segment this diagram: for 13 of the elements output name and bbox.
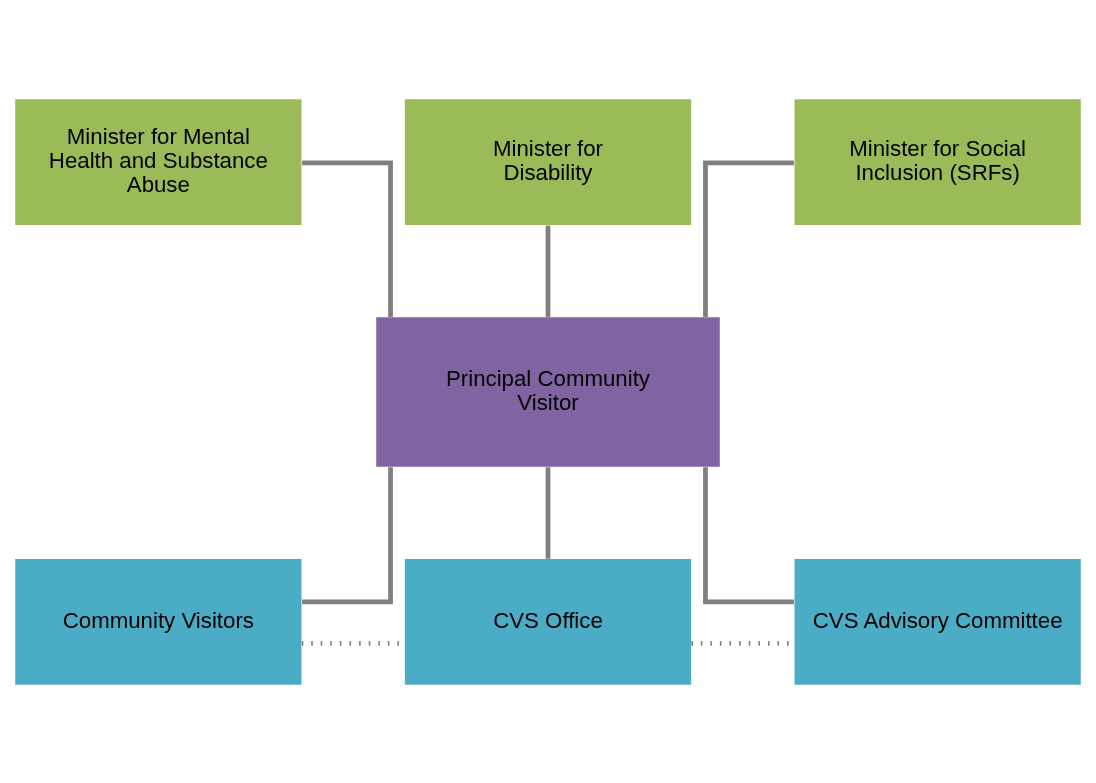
node-box: Minister for Mental Health and Substance Abuse (15, 98, 302, 225)
node-box: CVS Advisory Committee (794, 558, 1081, 685)
connector (545, 225, 551, 317)
connector (703, 466, 794, 604)
node-box: Principal Community Visitor (376, 316, 720, 467)
node-box: Minister for Social Inclusion (SRFs) (794, 98, 1081, 225)
connector (302, 160, 393, 317)
node-box: CVS Office (404, 558, 692, 685)
connector (302, 466, 393, 604)
connector (703, 160, 794, 317)
node-box: Community Visitors (15, 558, 302, 685)
connector (545, 466, 551, 559)
node-box: Minister for Disability (404, 98, 692, 225)
